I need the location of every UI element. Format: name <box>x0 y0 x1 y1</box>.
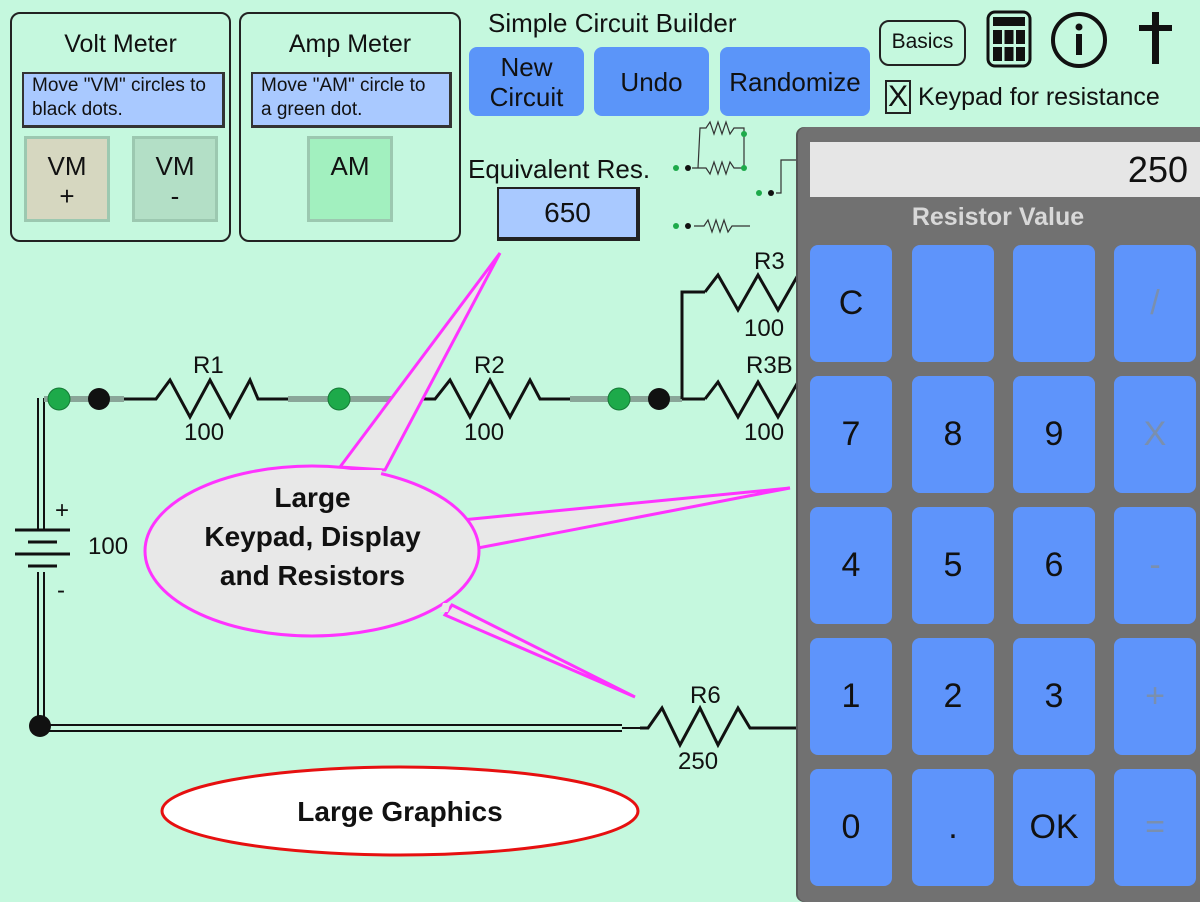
battery-plus-sign: + <box>55 497 70 524</box>
graphics-callout-text: Large Graphics <box>297 796 503 827</box>
vm-minus-sign: - <box>170 181 180 211</box>
node-green[interactable] <box>607 387 631 411</box>
node-green[interactable] <box>47 387 71 411</box>
key-decimal[interactable]: . <box>912 769 994 886</box>
r3b-value: 100 <box>744 419 785 446</box>
equivalent-res-value: 650 <box>497 187 640 241</box>
amp-meter-panel: Amp Meter Move "AM" circle to a green do… <box>239 12 461 242</box>
app-title: Simple Circuit Builder <box>488 8 737 38</box>
calculator-button[interactable] <box>986 10 1032 68</box>
am-probe[interactable]: AM <box>307 136 393 222</box>
key-divide[interactable]: / <box>1114 245 1196 362</box>
cross-button[interactable] <box>1136 10 1176 66</box>
node-green[interactable] <box>327 387 351 411</box>
volt-meter-hint: Move "VM" circles to black dots. <box>22 72 225 128</box>
amp-meter-title: Amp Meter <box>288 30 412 58</box>
r3-value: 100 <box>744 315 785 342</box>
key-9[interactable]: 9 <box>1013 376 1095 493</box>
key-4[interactable]: 4 <box>810 507 892 624</box>
node-black[interactable] <box>88 388 110 410</box>
key-6[interactable]: 6 <box>1013 507 1095 624</box>
amp-meter-hint: Move "AM" circle to a green dot. <box>251 72 452 128</box>
resistor-r1 <box>145 376 268 421</box>
key-8[interactable]: 8 <box>912 376 994 493</box>
keypad-checkbox-label: Keypad for resistance <box>918 83 1160 111</box>
r1-name: R1 <box>193 352 224 379</box>
key-7[interactable]: 7 <box>810 376 892 493</box>
key-blank[interactable] <box>912 245 994 362</box>
key-1[interactable]: 1 <box>810 638 892 755</box>
key-minus[interactable]: - <box>1114 507 1196 624</box>
key-ok[interactable]: OK <box>1013 769 1095 886</box>
r1-value: 100 <box>184 419 225 446</box>
basics-button[interactable]: Basics <box>879 20 966 66</box>
key-5[interactable]: 5 <box>912 507 994 624</box>
key-multiply[interactable]: X <box>1114 376 1196 493</box>
keypad-callout-line-1: Large <box>274 482 351 513</box>
randomize-button[interactable]: Randomize <box>720 47 870 116</box>
key-clear[interactable]: C <box>810 245 892 362</box>
vm-plus-probe[interactable]: VM + <box>24 136 110 222</box>
keypad-callout-line-3: and Resistors <box>219 560 406 591</box>
new-circuit-label-1: New <box>500 51 553 82</box>
keypad-callout <box>143 252 791 699</box>
resistor-r3b <box>703 378 800 421</box>
new-circuit-label-2: Circuit <box>489 81 564 112</box>
calculator-icon <box>986 10 1032 68</box>
battery-value: 100 <box>88 533 129 560</box>
battery[interactable] <box>15 528 70 568</box>
keypad-callout-text: Large Keypad, Display and Resistors <box>150 478 475 595</box>
keypad-checkbox[interactable]: X <box>885 80 911 114</box>
r3-name: R3 <box>754 248 785 275</box>
resistor-r2 <box>424 376 550 421</box>
key-plus[interactable]: + <box>1114 638 1196 755</box>
resistor-r6 <box>640 704 798 749</box>
key-blank[interactable] <box>1013 245 1095 362</box>
keypad-callout-line-2: Keypad, Display <box>204 521 421 552</box>
battery-minus-sign: - <box>57 577 65 604</box>
r2-name: R2 <box>474 352 505 379</box>
keypad-display: 250 <box>810 142 1200 197</box>
volt-meter-panel: Volt Meter Move "VM" circles to black do… <box>10 12 231 242</box>
r6-value: 250 <box>678 748 719 775</box>
vm-plus-sign: + <box>59 181 75 211</box>
key-2[interactable]: 2 <box>912 638 994 755</box>
keypad-title: Resistor Value <box>911 203 1085 231</box>
vm-plus-label: VM <box>47 151 87 181</box>
volt-meter-title: Volt Meter <box>64 30 177 58</box>
cross-icon <box>1139 12 1172 64</box>
new-circuit-button[interactable]: New Circuit <box>469 47 584 116</box>
vm-minus-probe[interactable]: VM - <box>132 136 218 222</box>
key-equals[interactable]: = <box>1114 769 1196 886</box>
node-black[interactable] <box>29 715 51 737</box>
equivalent-res-label: Equivalent Res. <box>468 154 651 184</box>
r3b-name: R3B <box>746 352 793 379</box>
vm-minus-label: VM <box>155 151 195 181</box>
resistor-r3 <box>703 271 800 314</box>
am-label: AM <box>330 151 370 181</box>
mini-circuit-thumbnail[interactable] <box>673 120 797 234</box>
r6-name: R6 <box>690 682 721 709</box>
key-3[interactable]: 3 <box>1013 638 1095 755</box>
key-0[interactable]: 0 <box>810 769 892 886</box>
graphics-callout <box>160 765 640 857</box>
info-icon <box>1051 12 1107 68</box>
node-black[interactable] <box>648 388 670 410</box>
undo-button[interactable]: Undo <box>594 47 709 116</box>
r2-value: 100 <box>464 419 505 446</box>
info-button[interactable] <box>1050 11 1108 69</box>
